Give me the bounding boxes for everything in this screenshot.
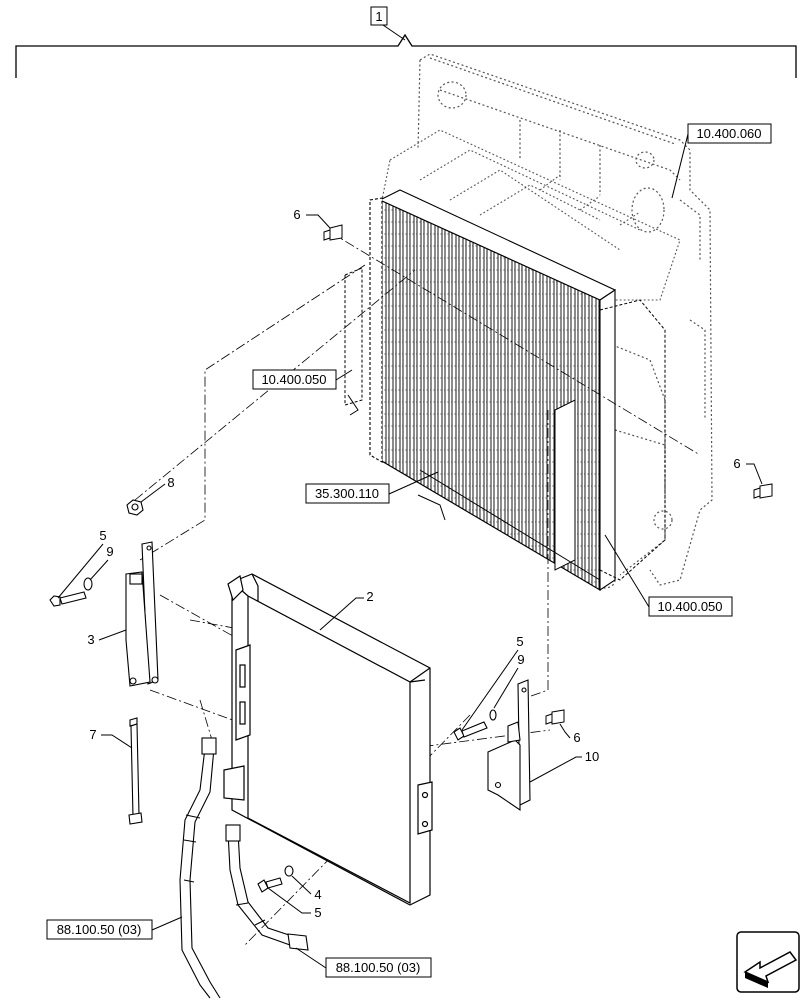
callout-7-label: 7: [89, 727, 96, 742]
callout-6-bracket-label: 6: [573, 730, 580, 745]
ref-10400050-right[interactable]: 10.400.050: [604, 534, 733, 617]
callout-8-label: 8: [167, 475, 174, 490]
callout-9-left-label: 9: [106, 544, 113, 559]
ref-10400060[interactable]: 10.400.060: [671, 123, 772, 199]
fan-shroud-phantom: [379, 129, 681, 301]
callout-2-label: 2: [366, 589, 373, 604]
ref-10400060-label: 10.400.060: [696, 126, 761, 141]
ref-10400050-right-label: 10.400.050: [657, 599, 722, 614]
callout-8: 8: [140, 475, 175, 503]
callout-5-left: 5: [57, 528, 107, 599]
callout-9-left: 9: [89, 544, 114, 581]
callout-3-label: 3: [87, 632, 94, 647]
callout-5-bottom: 5: [267, 887, 322, 920]
bolt-5-right: [453, 709, 497, 741]
ref-88100-left-label: 88.100.50 (03): [57, 922, 142, 937]
callout-6-right-label: 6: [733, 456, 740, 471]
callout-6-right: 6: [733, 456, 763, 485]
bolt-5-bottom: [257, 865, 294, 893]
ref-35300110-label: 35.300.110: [315, 486, 379, 501]
callout-5-left-label: 5: [99, 528, 106, 543]
radiator-core: [344, 189, 666, 592]
condenser: [223, 573, 433, 906]
ref-10400050-left-label: 10.400.050: [261, 372, 326, 387]
assembly-item-number: 1: [375, 9, 382, 24]
bolt-5-left: [49, 577, 93, 607]
hose-right: [225, 824, 309, 951]
nut-8: [126, 499, 144, 516]
bolt-7: [128, 717, 143, 825]
ref-10400050-left[interactable]: 10.400.050: [252, 369, 353, 390]
ref-88100-left[interactable]: 88.100.50 (03): [46, 916, 183, 940]
ref-35300110[interactable]: 35.300.110: [305, 471, 439, 504]
callout-2: 2: [319, 589, 374, 631]
ref-88100-right-label: 88.100.50 (03): [336, 960, 421, 975]
callout-9-right-label: 9: [517, 652, 524, 667]
callout-5-right-label: 5: [516, 634, 523, 649]
callout-7: 7: [89, 727, 133, 749]
callout-10: 10: [529, 749, 599, 783]
callout-5-bottom-label: 5: [314, 905, 321, 920]
arrow-nav-icon[interactable]: [736, 931, 800, 993]
bracket-10: [487, 679, 531, 812]
callout-4-label: 4: [314, 887, 321, 902]
callout-6-bracket: 6: [559, 723, 581, 745]
callout-9-right: 9: [493, 652, 525, 709]
callout-10-label: 10: [585, 749, 599, 764]
callout-5-right: 5: [461, 634, 524, 731]
callout-6-top-label: 6: [293, 207, 300, 222]
assembly-bracket: 1: [15, 6, 797, 78]
ref-88100-right[interactable]: 88.100.50 (03): [295, 947, 432, 978]
hose-left: [179, 737, 221, 999]
clip-6-right: [753, 483, 773, 499]
callout-3: 3: [87, 629, 127, 647]
callout-4: 4: [291, 875, 322, 902]
bracket-3: [125, 541, 159, 687]
clip-6-bracket: [545, 709, 565, 725]
clip-6-top: [323, 224, 343, 241]
callout-6-top: 6: [293, 207, 331, 229]
